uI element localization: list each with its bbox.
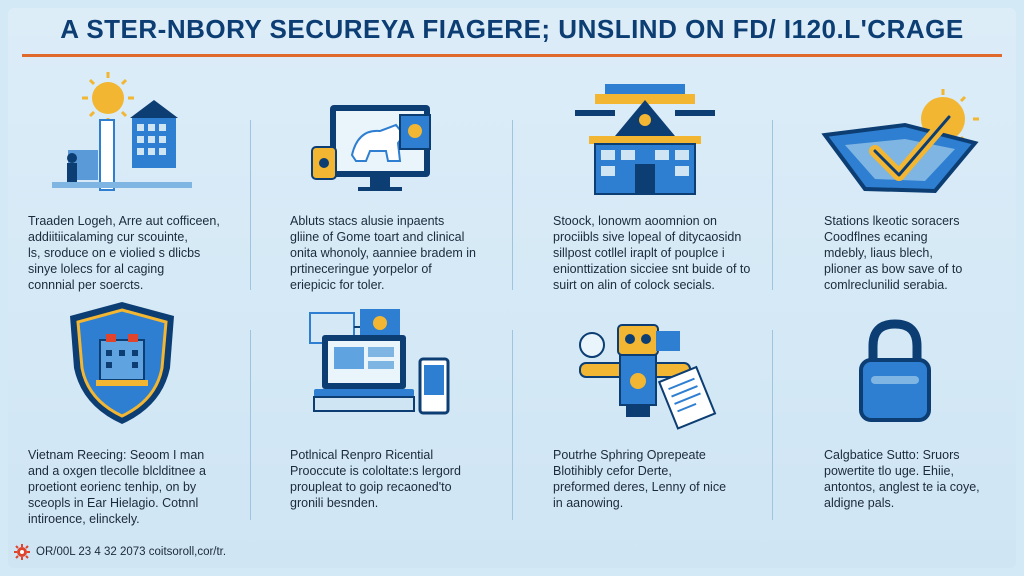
panel-line: Coodflnes ecaning [824, 230, 928, 244]
panel-line: proetiont eorienc tenhip, on by [28, 480, 197, 494]
panel-line: intiroence, elinckely. [28, 512, 140, 526]
panel-line: aldigne pals. [824, 496, 895, 510]
panel-text: Abluts stacs alusie inpaents gliine of G… [290, 213, 505, 293]
column-divider [772, 330, 773, 520]
shield-badge-icon [70, 302, 174, 424]
panel-line: Prooccute is cololtate:s lergord [290, 464, 461, 478]
panel-line: gronili besnden. [290, 496, 379, 510]
panel-line: connnial per soercts. [28, 278, 144, 292]
panel-line: in aanowing. [553, 496, 624, 510]
panel-line: Traaden Logeh, Arre aut cofficeen, [28, 214, 220, 228]
panel-line: Poutrhe Sphring Oprepeate [553, 448, 706, 462]
panel-line: prtineceringue yorpelor of [290, 262, 432, 276]
column-divider [512, 330, 513, 520]
column-divider [250, 120, 251, 290]
panel-line: Stations lkeotic soracers [824, 214, 960, 228]
padlock-icon [859, 319, 931, 422]
panel-line: preformed deres, Lenny of nice [553, 480, 727, 494]
title-underline [22, 54, 1002, 57]
panel-line: gliine of Gome toart and clinical [290, 230, 465, 244]
shield-checkmark-icon [821, 89, 979, 194]
panel-line: ls, sroduce on e violied s dlicbs [28, 246, 201, 260]
panel-line: powertite tlo uge. Ehiie, [824, 464, 954, 478]
panel-line: Blotihibly cefor Derte, [553, 464, 672, 478]
panel-text: Stations lkeotic soracers Coodflnes ecan… [824, 213, 1014, 293]
panel-line: plioner as bow save of to [824, 262, 963, 276]
panel-line: eriepicic for toler. [290, 278, 385, 292]
panel-line: sceopls in Ear Hielagio. Cotnnl [28, 496, 199, 510]
panel-line: addiitiicalaming cur scouinte, [28, 230, 188, 244]
laptop-network-icon [309, 309, 450, 415]
panel-line: sillpost cotllel iraplt of pouplce i [553, 246, 725, 260]
robot-document-icon [579, 324, 717, 430]
panel-line: Vietnam Reecing: Seoom I man [28, 448, 205, 462]
panel-line: onita whonoly, aanniee bradem in [290, 246, 477, 260]
footer-text: OR/00L 23 4 32 2073 coitsoroll,cor/tr. [36, 546, 227, 558]
panel-text: Vietnam Reecing: Seoom I man and a oxgen… [28, 447, 243, 527]
monitor-dog-icon [311, 105, 431, 191]
page-title: A STER-NBORY SECUREYA FIAGERE; UNSLIND O… [60, 14, 964, 44]
panel-line: suirt on alin of colock secials. [553, 278, 715, 292]
panel-line: prociibls sive lopeal of ditycaosidn [553, 230, 742, 244]
panel-line: Stoock, lonowm aoomnion on [553, 214, 717, 228]
panel-line: and a oxgen tlecolle blclditnee a [28, 464, 206, 478]
panel-line: antontos, anglest te ia coye, [824, 480, 980, 494]
column-divider [250, 330, 251, 520]
gear-logo-icon [14, 544, 30, 560]
panel-line: proupleat to goip recaoned'to [290, 480, 452, 494]
panel-text: Stoock, lonowm aoomnion on prociibls siv… [553, 213, 768, 293]
temple-server-icon [575, 84, 715, 195]
panel-line: Calgbatice Sutto: Sruors [824, 448, 960, 462]
panel-line: Potlnical Renpro Ricential [290, 448, 434, 462]
panel-text: Calgbatice Sutto: Sruors powertite tlo u… [824, 447, 1014, 511]
panel-text: Potlnical Renpro Ricential Prooccute is … [290, 447, 505, 511]
panel-line: comlreclunilid serabia. [824, 278, 948, 292]
panel-text: Poutrhe Sphring Oprepeate Blotihibly cef… [553, 447, 768, 511]
panel-line: sinye lolecs for al caging [28, 262, 165, 276]
panel-line: mdebly, liaus blech, [824, 246, 933, 260]
panel-text: Traaden Logeh, Arre aut cofficeen, addii… [28, 213, 243, 293]
column-divider [512, 120, 513, 290]
panel-line: Abluts stacs alusie inpaents [290, 214, 445, 228]
panel-line: enionttization sicciee snt buide of to [553, 262, 751, 276]
city-building-sun-icon [52, 72, 192, 191]
column-divider [772, 120, 773, 290]
footer: OR/00L 23 4 32 2073 coitsoroll,cor/tr. [14, 544, 226, 560]
